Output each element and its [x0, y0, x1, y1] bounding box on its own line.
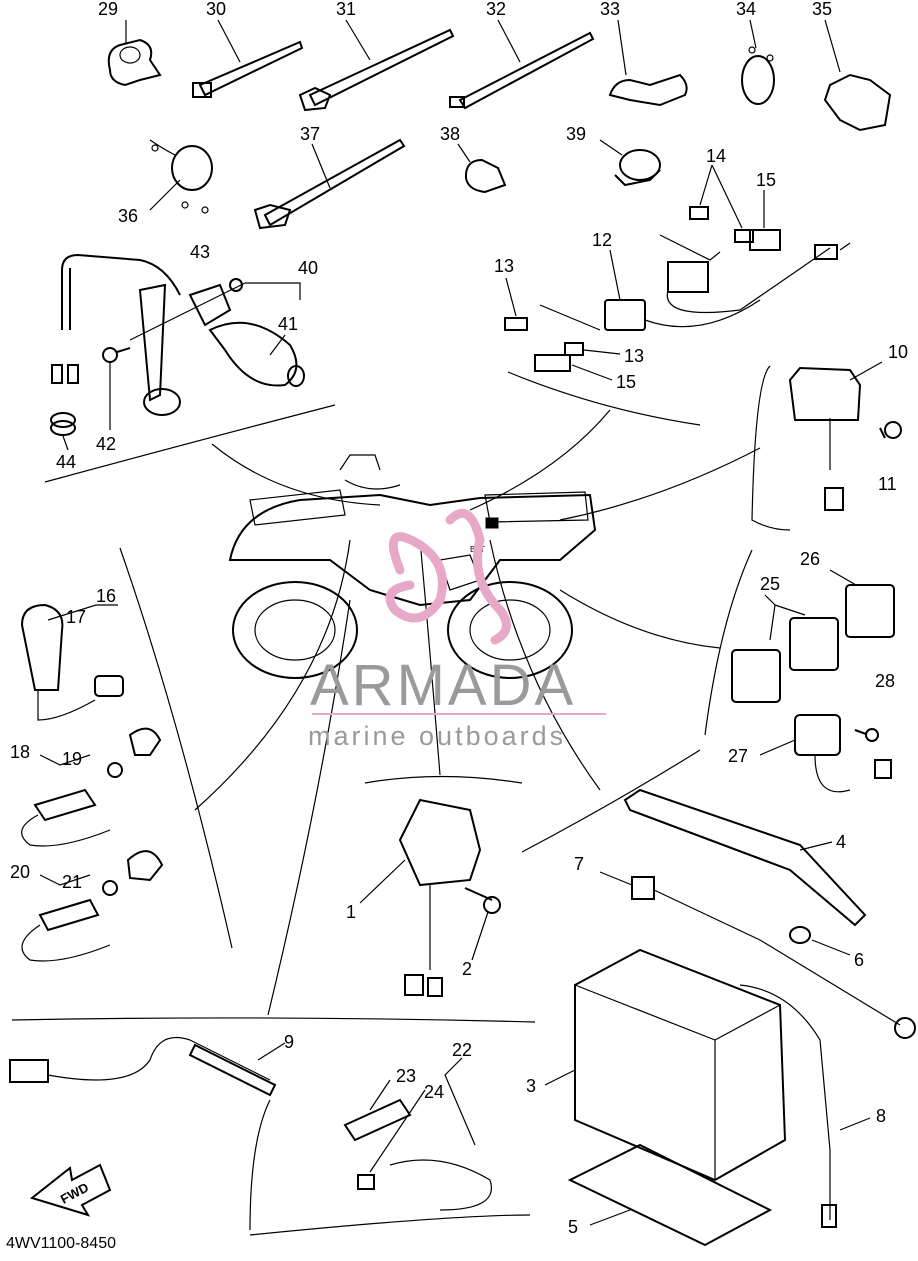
callout-32: 32	[486, 0, 506, 19]
callout-44: 44	[56, 452, 76, 472]
callout-19: 19	[62, 749, 82, 769]
callout-16: 16	[96, 586, 116, 606]
atv-vehicle-drawing: BAT	[228, 454, 597, 679]
part-22-24-harness	[357, 1057, 492, 1211]
callout-23: 23	[396, 1066, 416, 1086]
callout-27: 27	[728, 746, 748, 766]
part-30-cable-tie	[192, 19, 304, 98]
callout-28: 28	[875, 671, 895, 691]
callout-38: 38	[440, 124, 460, 144]
part-34-band	[741, 19, 775, 105]
part-23-tube	[343, 1079, 412, 1142]
callout-2: 2	[462, 959, 472, 979]
part-43-nut	[229, 278, 243, 292]
part-32-cable-tie	[449, 19, 595, 110]
part-31-cable-tie	[298, 19, 455, 112]
callout-37: 37	[300, 124, 320, 144]
part-1-regulator	[359, 798, 482, 997]
callout-26: 26	[800, 549, 820, 569]
callout-17: 17	[66, 607, 86, 627]
callout-35: 35	[812, 0, 832, 19]
part-39-clamp	[599, 139, 661, 187]
part-40-41-main-switch	[51, 253, 305, 416]
part-28-screw	[854, 728, 879, 742]
callout-3: 3	[526, 1076, 536, 1096]
callout-13b: 13	[624, 346, 644, 366]
callout-9: 9	[284, 1032, 294, 1052]
callout-21: 21	[62, 872, 82, 892]
callout-15b: 15	[616, 372, 636, 392]
part-18-19-switch	[21, 727, 162, 847]
part-37-cable-tie	[253, 138, 406, 230]
callout-11: 11	[878, 474, 897, 494]
part-33-clamp	[608, 19, 688, 107]
callout-13a: 13	[494, 256, 514, 276]
watermark-brand: ARMADA	[310, 653, 576, 718]
callout-labels: 29 30 31 32 33 34 35 36 37 38 39 14 15 1…	[10, 0, 908, 1237]
callout-42: 42	[96, 434, 116, 454]
fwd-arrow-icon: FWD	[29, 1163, 112, 1217]
callout-6: 6	[854, 950, 864, 970]
callout-30: 30	[206, 0, 226, 19]
callout-41: 41	[278, 314, 298, 334]
part-7-cable	[599, 871, 916, 1039]
part-15-fuse	[534, 190, 781, 381]
callout-39: 39	[566, 124, 586, 144]
callout-8: 8	[876, 1106, 886, 1126]
part-27-relay	[759, 714, 892, 793]
part-12-relay	[539, 249, 761, 331]
part-29-clamp	[107, 20, 162, 87]
watermark-tagline: marine outboards	[308, 721, 566, 751]
callout-20: 20	[10, 862, 30, 882]
part-35-clamp	[823, 19, 892, 132]
part-3-battery	[544, 948, 787, 1182]
callout-22: 22	[452, 1040, 472, 1060]
callout-5: 5	[568, 1217, 578, 1237]
part-20-21-switch	[21, 850, 164, 962]
callout-18: 18	[10, 742, 30, 762]
part-8-cable	[739, 984, 871, 1228]
callout-43: 43	[190, 242, 210, 262]
callout-40: 40	[298, 258, 318, 278]
callout-34: 34	[736, 0, 756, 19]
part-2-bolt	[464, 887, 501, 961]
part-14-fuse	[659, 164, 851, 313]
part-38-clamp	[457, 143, 507, 194]
callout-10: 10	[888, 342, 908, 362]
callout-24: 24	[424, 1082, 444, 1102]
part-26-relay	[829, 569, 895, 638]
callout-36: 36	[118, 206, 138, 226]
part-25-relay	[731, 594, 839, 703]
part-42-screw	[102, 347, 131, 430]
callout-1: 1	[346, 902, 356, 922]
callout-4: 4	[836, 832, 846, 852]
callout-31: 31	[336, 0, 356, 19]
part-11-screw	[879, 421, 902, 439]
callout-7: 7	[574, 854, 584, 874]
callout-12: 12	[592, 230, 612, 250]
callout-14: 14	[706, 146, 726, 166]
watermark-swirl-icon	[385, 532, 447, 623]
part-10-rectifier	[788, 361, 883, 511]
part-16-17-switch	[20, 603, 124, 721]
callout-15a: 15	[756, 170, 776, 190]
diagram-code: 4WV1100-8450	[6, 1235, 116, 1252]
part-36-band	[149, 139, 213, 214]
part-44-grommet	[50, 412, 76, 451]
part-9-wire-harness	[9, 1036, 531, 1236]
section-dividers	[11, 365, 791, 1023]
part-5-pad	[567, 1143, 773, 1247]
part-13-fuse	[504, 277, 621, 356]
part-4-bracket	[623, 788, 867, 927]
callout-33: 33	[600, 0, 620, 19]
callout-29: 29	[98, 0, 118, 19]
part-6-damper	[789, 926, 851, 956]
callout-25: 25	[760, 574, 780, 594]
watermark-logo: ARMADA marine outboards	[308, 508, 606, 751]
